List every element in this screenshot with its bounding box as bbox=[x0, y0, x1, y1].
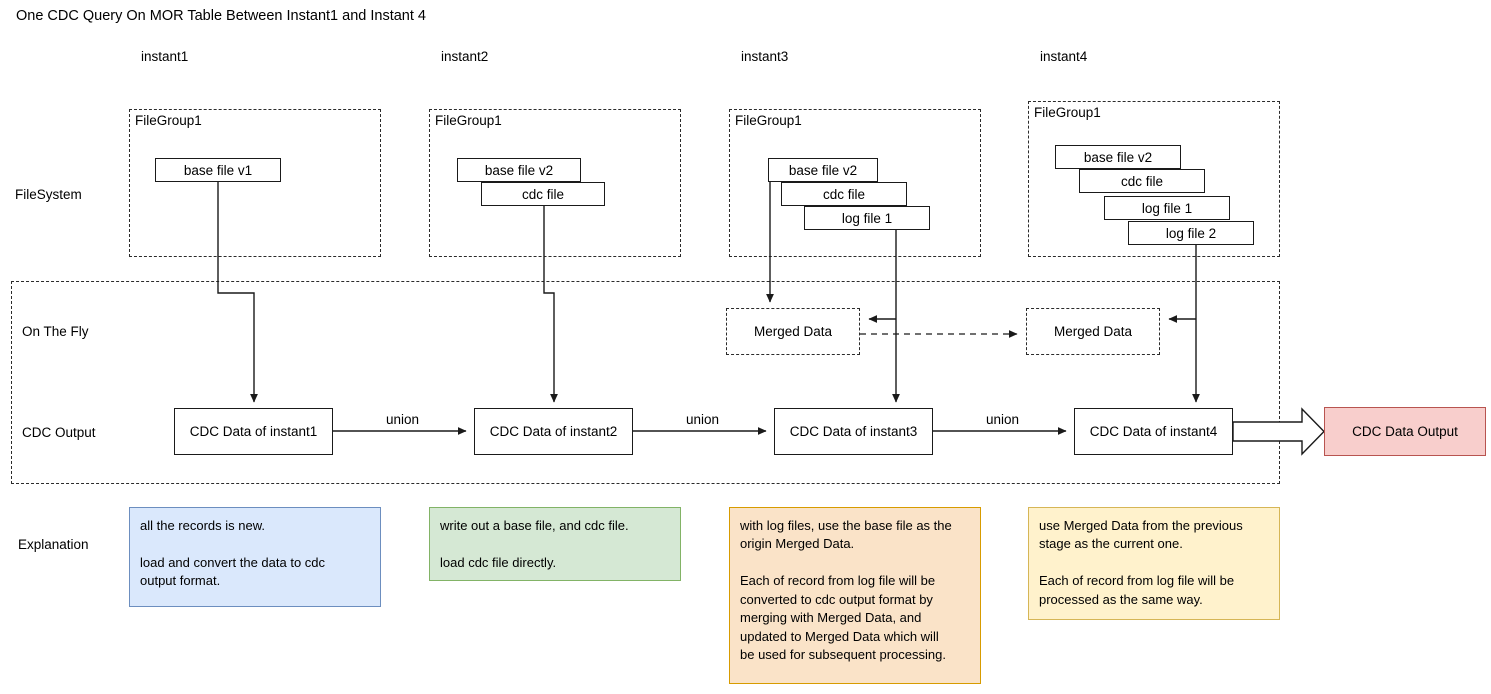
filegroup-container-instant3: FileGroup1 bbox=[729, 109, 981, 257]
column-header-instant3: instant3 bbox=[741, 49, 789, 64]
cdc-data-box-instant3[interactable]: CDC Data of instant3 bbox=[774, 408, 933, 455]
file-box-cdc-file[interactable]: cdc file bbox=[1079, 169, 1205, 193]
explanation-box-instant4: use Merged Data from the previous stage … bbox=[1028, 507, 1280, 620]
file-box-log-file-2[interactable]: log file 2 bbox=[1128, 221, 1254, 245]
processing-container bbox=[11, 281, 1280, 484]
row-label-filesystem: FileSystem bbox=[15, 187, 82, 202]
column-header-instant4: instant4 bbox=[1040, 49, 1088, 64]
cdc-data-box-instant4[interactable]: CDC Data of instant4 bbox=[1074, 408, 1233, 455]
file-box-base-file-v1[interactable]: base file v1 bbox=[155, 158, 281, 182]
row-label-on-the-fly: On The Fly bbox=[22, 324, 89, 339]
explanation-box-instant2: write out a base file, and cdc file. loa… bbox=[429, 507, 681, 581]
filegroup-container-instant4: FileGroup1 bbox=[1028, 101, 1280, 257]
union-label-3: union bbox=[986, 412, 1020, 427]
column-header-instant1: instant1 bbox=[141, 49, 189, 64]
explanation-box-instant1: all the records is new. load and convert… bbox=[129, 507, 381, 607]
filegroup-label: FileGroup1 bbox=[1034, 105, 1101, 120]
file-box-base-file-v2[interactable]: base file v2 bbox=[768, 158, 878, 182]
merged-data-box-instant3[interactable]: Merged Data bbox=[726, 308, 860, 355]
filegroup-container-instant1: FileGroup1 bbox=[129, 109, 381, 257]
explanation-box-instant3: with log files, use the base file as the… bbox=[729, 507, 981, 684]
filegroup-label: FileGroup1 bbox=[135, 113, 202, 128]
union-label-2: union bbox=[686, 412, 720, 427]
filegroup-label: FileGroup1 bbox=[735, 113, 802, 128]
cdc-data-output-box[interactable]: CDC Data Output bbox=[1324, 407, 1486, 456]
page-title: One CDC Query On MOR Table Between Insta… bbox=[16, 8, 426, 24]
filegroup-container-instant2: FileGroup1 bbox=[429, 109, 681, 257]
cdc-data-box-instant1[interactable]: CDC Data of instant1 bbox=[174, 408, 333, 455]
file-box-cdc-file[interactable]: cdc file bbox=[481, 182, 605, 206]
union-label-1: union bbox=[386, 412, 420, 427]
column-header-instant2: instant2 bbox=[441, 49, 489, 64]
merged-data-box-instant4[interactable]: Merged Data bbox=[1026, 308, 1160, 355]
row-label-cdc-output: CDC Output bbox=[22, 425, 96, 440]
filegroup-label: FileGroup1 bbox=[435, 113, 502, 128]
file-box-log-file-1[interactable]: log file 1 bbox=[1104, 196, 1230, 220]
file-box-log-file-1[interactable]: log file 1 bbox=[804, 206, 930, 230]
cdc-data-box-instant2[interactable]: CDC Data of instant2 bbox=[474, 408, 633, 455]
row-label-explanation: Explanation bbox=[18, 537, 89, 552]
file-box-cdc-file[interactable]: cdc file bbox=[781, 182, 907, 206]
file-box-base-file-v2[interactable]: base file v2 bbox=[1055, 145, 1181, 169]
file-box-base-file-v2[interactable]: base file v2 bbox=[457, 158, 581, 182]
